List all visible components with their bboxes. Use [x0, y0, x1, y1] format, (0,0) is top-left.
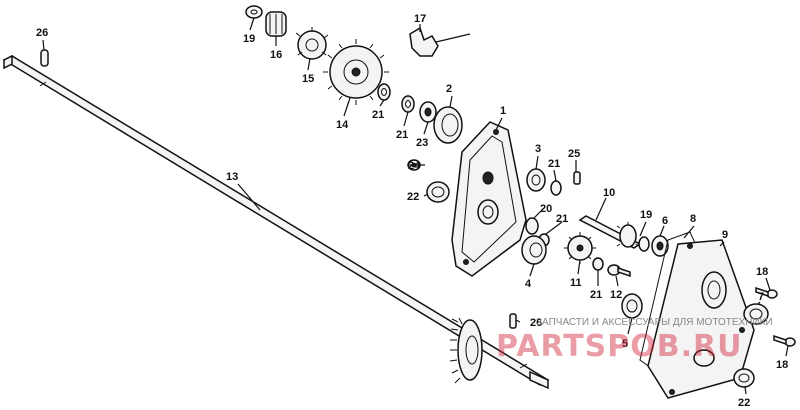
callout-21-top: 21 [372, 109, 384, 121]
callout-12: 12 [610, 289, 622, 301]
seal-22-left [426, 181, 450, 203]
washer-19-right [638, 236, 650, 252]
callout-8: 8 [690, 213, 696, 225]
watermark: ЗАПЧАСТИ И АКСЕССУАРЫ ДЛЯ МОТОТЕХНИКИ PA… [496, 317, 773, 364]
callout-4: 4 [525, 278, 532, 290]
watermark-text: ЗАПЧАСТИ И АКСЕССУАРЫ ДЛЯ МОТОТЕХНИКИ [536, 317, 773, 328]
pin-25 [573, 171, 581, 185]
cover-9 [647, 239, 755, 399]
callout-20: 20 [540, 203, 552, 215]
bearing-2 [433, 106, 463, 144]
housing-1 [451, 121, 527, 277]
long-shaft [2, 54, 550, 390]
callout-21-mid: 21 [396, 129, 408, 141]
callout-18-bottom: 18 [776, 359, 788, 371]
callout-labels: 1 2 3 4 5 6 7 8 9 10 11 12 13 14 15 16 1… [36, 13, 788, 409]
callout-17: 17 [414, 13, 426, 25]
callout-3: 3 [535, 143, 541, 155]
gear-11 [564, 232, 596, 264]
leader-lines [42, 17, 789, 395]
washer-21-mid [401, 95, 415, 113]
callout-18-top: 18 [756, 266, 768, 278]
callout-1: 1 [500, 105, 506, 117]
callout-13: 13 [226, 171, 238, 183]
callout-21-right: 21 [548, 158, 560, 170]
callout-9: 9 [722, 229, 728, 241]
callout-26-left: 26 [36, 27, 48, 39]
gear-15 [295, 27, 329, 60]
washer-21-top [377, 83, 391, 101]
shift-fork-17 [409, 26, 471, 57]
bearing-3 [526, 168, 546, 192]
callout-24: 24 [408, 160, 421, 172]
callout-23: 23 [416, 137, 428, 149]
callout-2: 2 [446, 83, 452, 95]
pin-26-left [40, 49, 49, 67]
washer-19-top [245, 5, 263, 19]
collar-20 [525, 217, 539, 235]
watermark-logo: PARTSPOB.RU [496, 329, 743, 364]
callout-21-gear: 21 [590, 289, 602, 301]
sleeve-16 [265, 11, 287, 37]
bolt-12 [607, 264, 631, 278]
callout-15: 15 [302, 73, 314, 85]
washer-21-gear [592, 257, 604, 271]
bolt-18-top [755, 286, 778, 299]
callout-6: 6 [662, 215, 668, 227]
seal-7 [743, 303, 769, 325]
callout-14: 14 [336, 119, 349, 131]
callout-26-lower: 26 [530, 317, 542, 329]
callout-25: 25 [568, 148, 580, 160]
callout-21-lower: 21 [556, 213, 568, 225]
callout-16: 16 [270, 49, 282, 61]
callout-10: 10 [603, 187, 615, 199]
bearing-4 [521, 235, 547, 265]
callout-7: 7 [758, 291, 764, 303]
bearing-23 [419, 101, 437, 123]
callout-5: 5 [622, 338, 628, 350]
callout-19-top: 19 [243, 33, 255, 45]
washer-21-right [550, 180, 562, 196]
gear-14 [323, 39, 389, 105]
shaft-10 [578, 215, 642, 249]
callout-22-bottom: 22 [738, 397, 750, 409]
callout-19-right: 19 [640, 209, 652, 221]
bolt-18-bottom [773, 334, 796, 347]
pin-26-lower [509, 313, 517, 329]
callout-11: 11 [570, 277, 582, 289]
callout-22-left: 22 [407, 191, 419, 203]
bearing-5 [621, 293, 643, 319]
seal-22-bottom [733, 368, 755, 388]
shaft-gear [449, 317, 483, 384]
bearing-6 [651, 235, 669, 257]
